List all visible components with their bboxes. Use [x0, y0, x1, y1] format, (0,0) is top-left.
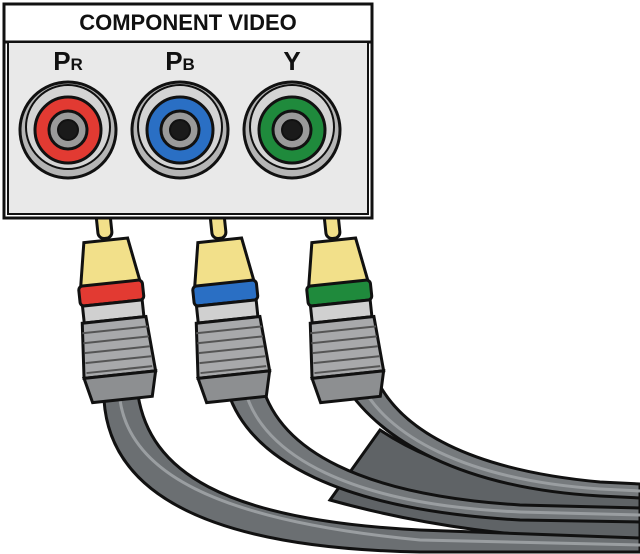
plug-boot — [195, 369, 272, 405]
plug-grip-ridge — [86, 365, 153, 375]
plug-boot — [309, 369, 386, 405]
plug-grip-ridge — [198, 345, 265, 355]
plug-grip-ridge — [313, 355, 380, 365]
plug-grip-ridge — [311, 335, 378, 345]
cable-pb — [226, 383, 640, 524]
plug-boot — [81, 369, 158, 405]
plug-grip-ridge — [84, 345, 151, 355]
panel-title-bar — [2, 2, 374, 44]
plugs — [77, 198, 386, 405]
plug-grip-ridge — [312, 345, 379, 355]
plug-grip-ridge — [196, 325, 263, 335]
plug-grip-ridge — [85, 355, 152, 365]
jack-y — [242, 80, 342, 180]
jack-label-main: Y — [283, 46, 301, 76]
jack-pr — [18, 80, 118, 180]
plug-grip-ridge — [83, 335, 150, 345]
plug-grip-ridge — [82, 325, 149, 335]
cable-highlight — [118, 399, 640, 547]
plug-y — [305, 198, 386, 405]
jacks — [18, 80, 342, 180]
jack-hole — [281, 119, 303, 141]
plug-grip-ridge — [310, 325, 377, 335]
plug-grip-ridge — [314, 365, 381, 375]
jack-label-sub: B — [182, 55, 195, 74]
jack-label-sub: R — [70, 55, 83, 74]
jack-label-y: Y — [283, 46, 300, 77]
jack-pb — [130, 80, 230, 180]
plug-grip-ridge — [197, 335, 264, 345]
plug-pb — [191, 198, 272, 405]
jack-hole — [57, 119, 79, 141]
jack-label-pr: PR — [53, 46, 83, 77]
cable-pr — [102, 393, 640, 554]
jack-hole — [169, 119, 191, 141]
cables — [102, 376, 640, 554]
plug-pr — [77, 198, 158, 405]
jack-label-pb: PB — [165, 46, 195, 77]
cable-highlight — [358, 381, 640, 493]
plug-grip-ridge — [200, 365, 267, 375]
jack-label-main: P — [53, 46, 71, 76]
cable-highlight — [243, 389, 640, 517]
panel-title: COMPONENT VIDEO — [79, 10, 297, 35]
plug-grip-ridge — [199, 355, 266, 365]
jack-label-main: P — [165, 46, 183, 76]
